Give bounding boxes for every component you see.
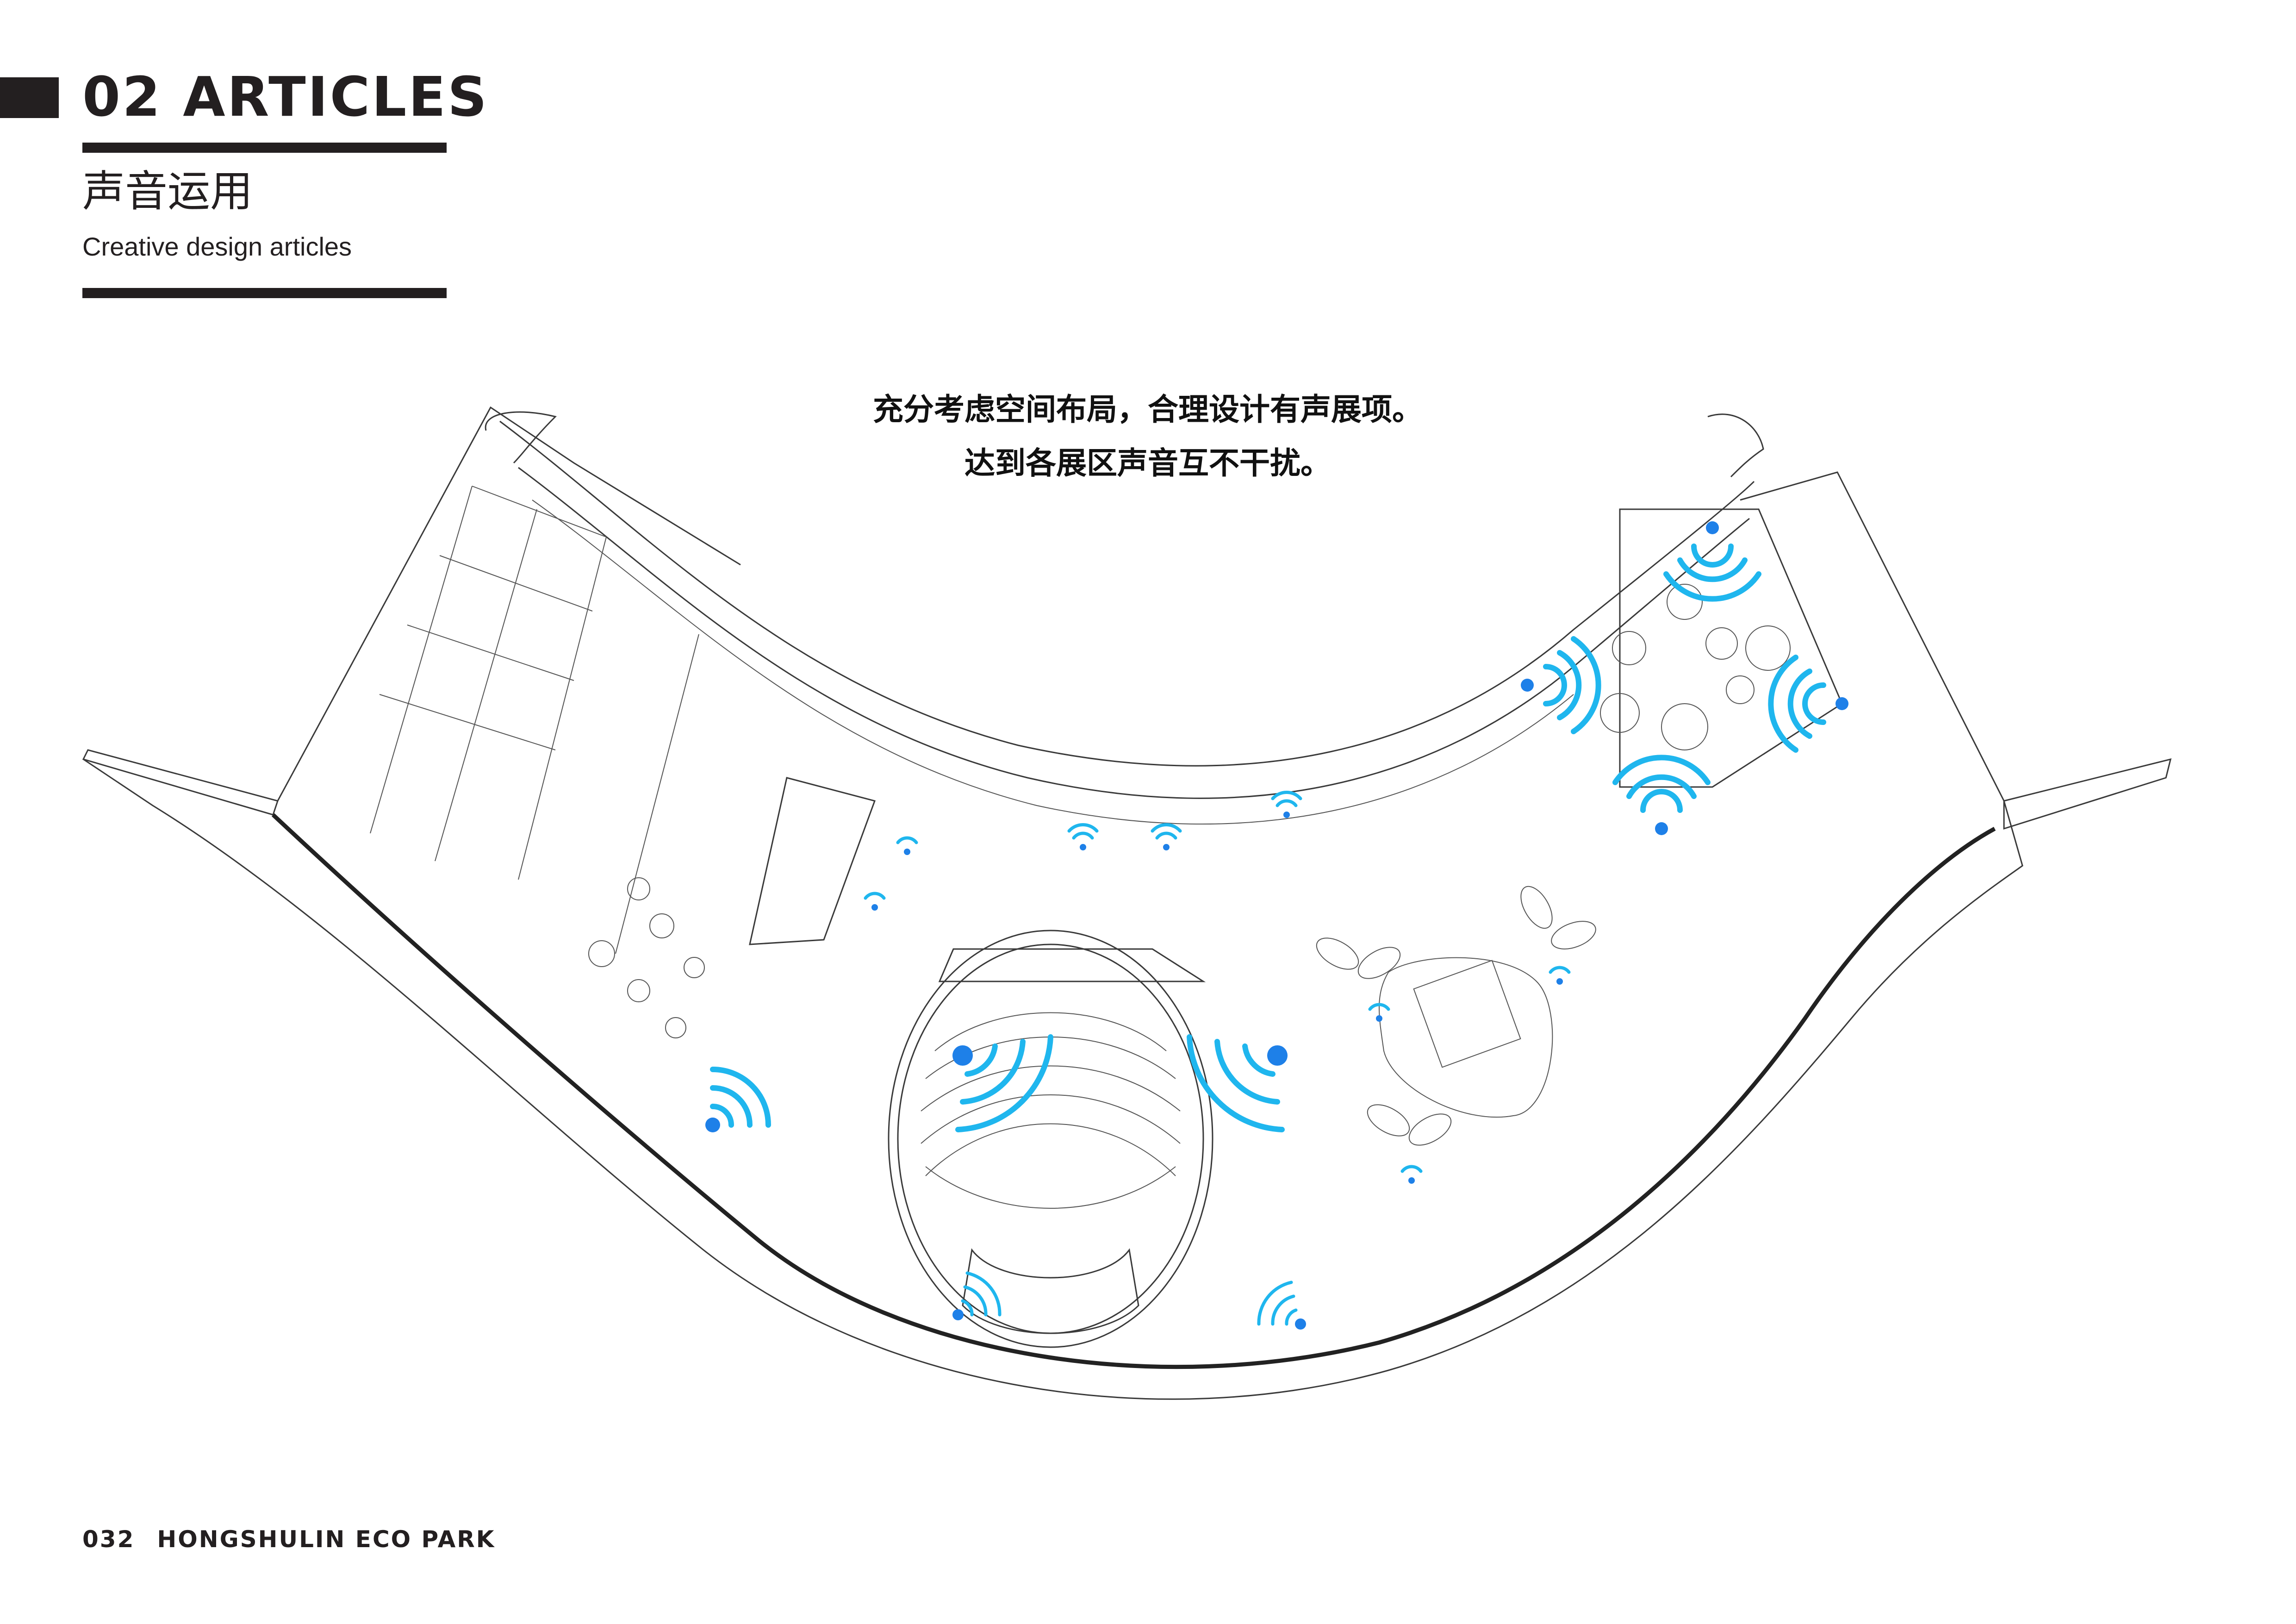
sound-wave-icon [1067, 823, 1099, 850]
left-wing [82, 749, 279, 816]
sound-wave-icon [1187, 1034, 1288, 1132]
sound-wave-icon [952, 1034, 1053, 1132]
sound-wave-icon [864, 892, 886, 911]
sound-wave-icon [1663, 521, 1761, 602]
left-rooms [370, 486, 699, 954]
sound-wave-icon [896, 836, 918, 855]
sound-wave-icon [1521, 636, 1601, 734]
project-name: HONGSHULIN ECO PARK [157, 1526, 496, 1553]
caption-line-2: 达到各展区声音互不干扰。 [964, 445, 1331, 481]
building-inner-edge [271, 813, 1996, 1369]
page-number: 032 [82, 1526, 135, 1553]
sound-wave-icon [1768, 655, 1848, 753]
sound-wave-icon [1612, 755, 1711, 835]
sound-wave-icon [1257, 1280, 1306, 1330]
sound-wave-icon [705, 1067, 771, 1132]
title-divider-bottom [82, 288, 447, 298]
theater-outer [888, 930, 1213, 1348]
subtitle-english: Creative design articles [82, 232, 352, 261]
sound-wave-icon [1368, 1003, 1390, 1022]
roof-band-outer [499, 420, 1755, 767]
outer-site-curve [83, 758, 2023, 1400]
square-grid [1413, 960, 1521, 1068]
caption-line-1: 充分考虑空间布局，合理设计有声展项。 [873, 392, 1423, 427]
sound-wave-icon [952, 1271, 1002, 1320]
sound-wave-icon [1151, 823, 1182, 850]
subtitle-chinese: 声音运用 [82, 167, 253, 216]
sound-wave-icon [1549, 966, 1571, 985]
sound-wave-icon [1400, 1165, 1423, 1184]
section-title: 02 ARTICLES [82, 65, 489, 129]
right-wing [2003, 758, 2172, 830]
section-marker-block [0, 77, 59, 118]
sound-wave-icon [1271, 791, 1302, 818]
right-room [1619, 508, 1843, 788]
title-divider-top [82, 143, 447, 153]
page-footer: 032 HONGSHULIN ECO PARK [82, 1528, 496, 1551]
